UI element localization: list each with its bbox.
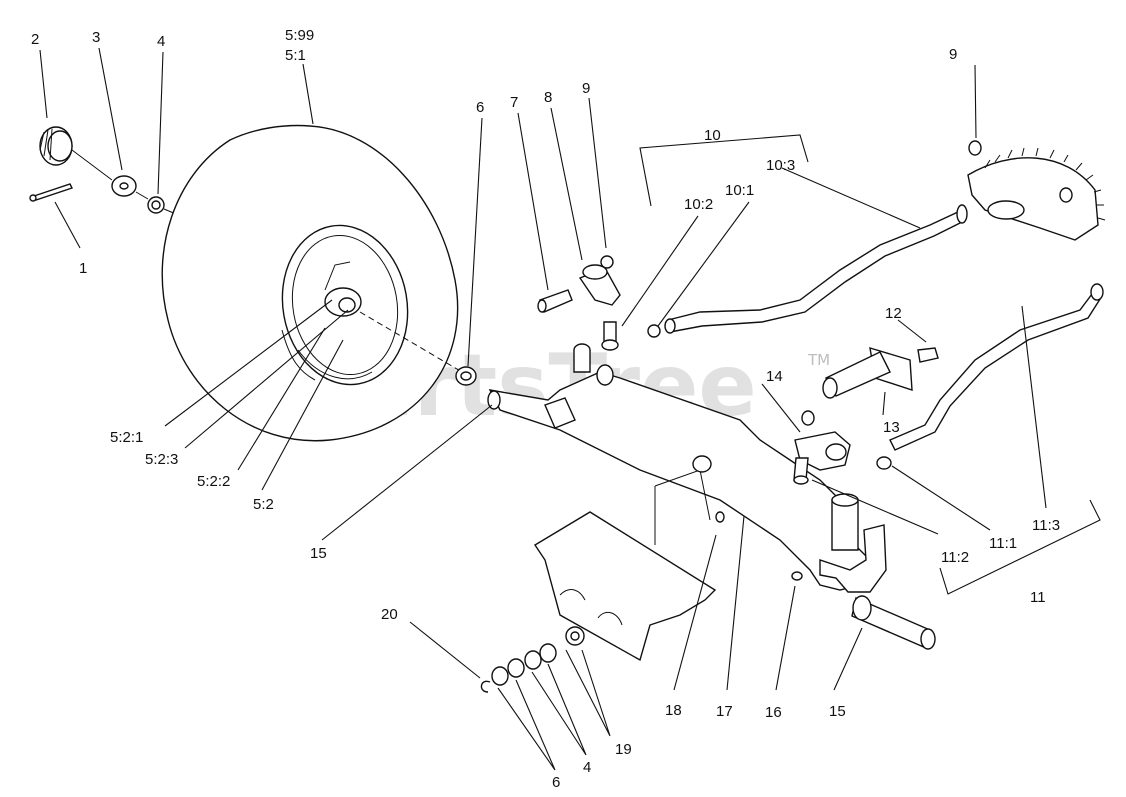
pivot-bracket-13-part: [822, 347, 939, 399]
callout-10-2: 10:2: [684, 196, 713, 213]
front-axle-part: [487, 343, 871, 591]
sector-gear-part: [967, 140, 1106, 241]
callout-11: 11: [1030, 589, 1046, 606]
callout-11-3: 11:3: [1032, 517, 1060, 534]
drag-link-10-part: [647, 204, 968, 338]
spindle-right-part: [819, 493, 936, 650]
callout-10-3: 10:3: [766, 157, 795, 174]
callout-19: 19: [615, 741, 632, 758]
callout-4-bottom: 4: [583, 759, 591, 776]
trademark-mark: TM: [807, 351, 830, 369]
callout-3: 3: [92, 29, 100, 46]
callout-15-right: 15: [829, 703, 846, 720]
leader-lines: [39, 47, 1101, 771]
callout-11-1: 11:1: [989, 535, 1017, 552]
callout-16: 16: [765, 704, 782, 721]
callout-8: 8: [544, 89, 552, 106]
callout-6-bottom: 6: [552, 774, 560, 791]
callout-10-1: 10:1: [725, 182, 754, 199]
washer-4-part: [147, 196, 165, 214]
callout-labels: 2 3 4 5:99 5:1 1 6 7 8 9 10 10:3 10:2 10…: [31, 27, 1060, 791]
callout-2: 2: [31, 31, 39, 48]
callout-7: 7: [510, 94, 518, 111]
callout-9-mid: 9: [582, 80, 590, 97]
callout-10: 10: [704, 127, 721, 144]
washer-3-part: [111, 175, 137, 197]
callout-5-99: 5:99: [285, 27, 314, 44]
tie-rod-11-part: [876, 283, 1104, 470]
washer-6-top-part: [455, 366, 477, 386]
washer-stack-part: [480, 626, 585, 693]
callout-9-right: 9: [949, 46, 957, 63]
callout-4-top: 4: [157, 33, 165, 50]
callout-20: 20: [381, 606, 398, 623]
callout-13: 13: [883, 419, 900, 436]
pitman-arm-part: [537, 255, 621, 351]
axle-support-plate-part: [534, 455, 803, 662]
callout-5-2-1: 5:2:1: [110, 429, 143, 446]
callout-6-top: 6: [476, 99, 484, 116]
callout-17: 17: [716, 703, 733, 720]
callout-1: 1: [79, 260, 87, 277]
callout-5-2-2: 5:2:2: [197, 473, 230, 490]
steering-arm-14-part: [793, 410, 851, 485]
callout-5-2: 5:2: [253, 496, 274, 513]
callout-12: 12: [885, 305, 902, 322]
hub-cap-part: [39, 126, 73, 166]
callout-15-left: 15: [310, 545, 327, 562]
wheel-tire-part: [161, 124, 459, 442]
callout-18: 18: [665, 702, 682, 719]
cotter-pin-part: [29, 183, 73, 202]
callout-11-2: 11:2: [941, 549, 969, 566]
callout-14: 14: [766, 368, 783, 385]
callout-5-2-3: 5:2:3: [145, 451, 178, 468]
callout-5-1: 5:1: [285, 47, 306, 64]
